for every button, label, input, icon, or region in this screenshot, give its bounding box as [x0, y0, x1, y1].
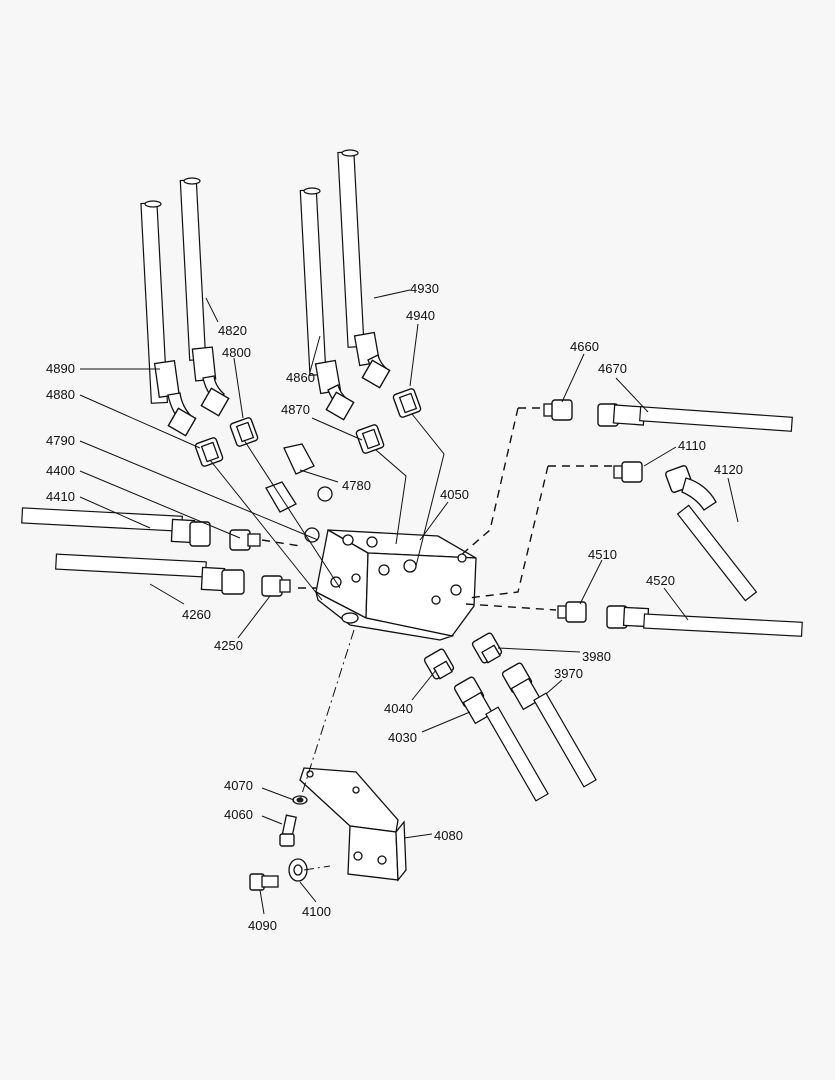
fitting-4400: [229, 529, 261, 551]
manifold-block-4050: [315, 528, 477, 641]
callout-4070: 4070: [224, 778, 253, 793]
callout-4090: 4090: [248, 918, 277, 933]
fitting-4250: [261, 575, 291, 597]
callout-4110: 4110: [678, 438, 706, 453]
tube-4820: [179, 177, 230, 417]
callout-4780: 4780: [342, 478, 371, 493]
callout-4100: 4100: [302, 904, 331, 919]
callout-4930: 4930: [410, 281, 439, 296]
tube-4410: [21, 507, 211, 547]
callout-4510: 4510: [588, 547, 617, 562]
tube-4930: [337, 149, 391, 389]
fitting-4510: [557, 601, 587, 623]
callout-4120: 4120: [714, 462, 743, 477]
callout-4940: 4940: [406, 308, 435, 323]
callout-3970: 3970: [554, 666, 583, 681]
callout-4400: 4400: [46, 463, 75, 478]
callout-4060: 4060: [224, 807, 253, 822]
tube-3970: [501, 662, 597, 788]
tube-4670: [597, 403, 793, 432]
tube-4260: [55, 553, 245, 595]
bolt-4060: [279, 814, 297, 847]
tube-4860: [299, 187, 355, 421]
callout-labels: 4930 4940 4820 4800 4860 4890 4880 4870 …: [46, 281, 743, 933]
fitting-4800: [229, 417, 259, 447]
callout-4880: 4880: [46, 387, 75, 402]
tube-4890: [140, 200, 197, 437]
tube-4520: [606, 605, 803, 637]
callout-4030: 4030: [388, 730, 417, 745]
washer-4100: [288, 858, 308, 882]
callout-4250: 4250: [214, 638, 243, 653]
callout-4790: 4790: [46, 433, 75, 448]
fitting-4110: [613, 461, 643, 483]
callout-4260: 4260: [182, 607, 211, 622]
callout-4410: 4410: [46, 489, 75, 504]
fitting-4940: [392, 388, 422, 418]
callout-3980: 3980: [582, 649, 611, 664]
bolt-4090: [249, 873, 279, 891]
callout-4050: 4050: [440, 487, 469, 502]
tube-4120: [665, 465, 758, 602]
fitting-4870: [355, 424, 385, 454]
washer-4070: [292, 795, 308, 805]
fitting-4780: [265, 443, 333, 543]
fitting-4880: [194, 437, 224, 467]
callout-4670: 4670: [598, 361, 627, 376]
bracket-4080: [299, 767, 407, 882]
fitting-3980: [471, 632, 503, 664]
callout-4890: 4890: [46, 361, 75, 376]
fitting-4040: [423, 648, 455, 680]
callout-4040: 4040: [384, 701, 413, 716]
leader-lines: [79, 289, 739, 915]
fitting-4660: [543, 399, 573, 421]
assembly-lines: [209, 407, 614, 871]
callout-4520: 4520: [646, 573, 675, 588]
callout-4800: 4800: [222, 345, 251, 360]
callout-4660: 4660: [570, 339, 599, 354]
callout-4080: 4080: [434, 828, 463, 843]
callout-4820: 4820: [218, 323, 247, 338]
callout-4860: 4860: [286, 370, 315, 385]
tube-4030: [453, 676, 549, 802]
callout-4870: 4870: [281, 402, 310, 417]
